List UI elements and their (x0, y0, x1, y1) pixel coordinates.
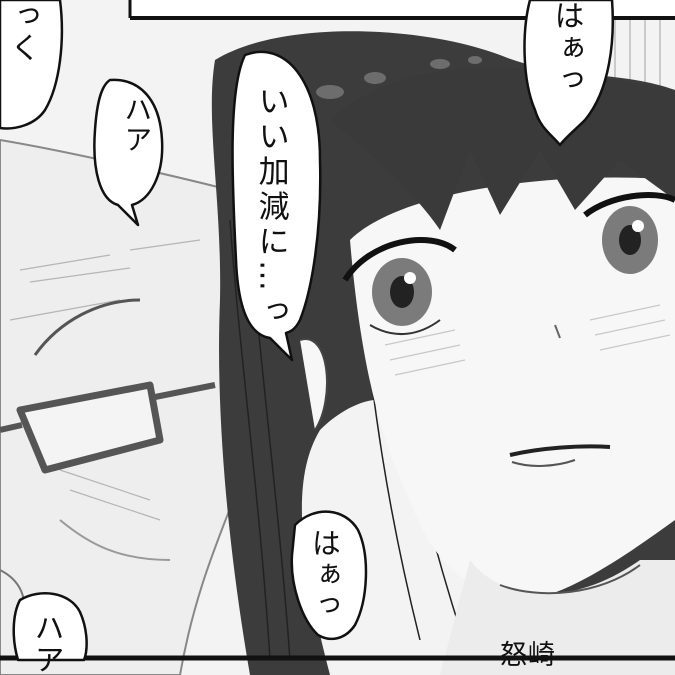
speech-bubble-haa-left: ハア (120, 95, 154, 155)
speech-bubble-iikagen: いい加減に…っ (252, 85, 289, 330)
caption-name: 怒崎 (500, 640, 556, 671)
speech-bubble-haa-top: はぁっ (548, 0, 584, 96)
speech-bubble-kku: っく (4, 0, 40, 64)
anime-girl-illustration (211, 31, 675, 675)
speech-bubble-haa-bottom: はぁっ (307, 528, 342, 621)
speech-bubble-haa-bottom-left: ハア (28, 612, 64, 675)
